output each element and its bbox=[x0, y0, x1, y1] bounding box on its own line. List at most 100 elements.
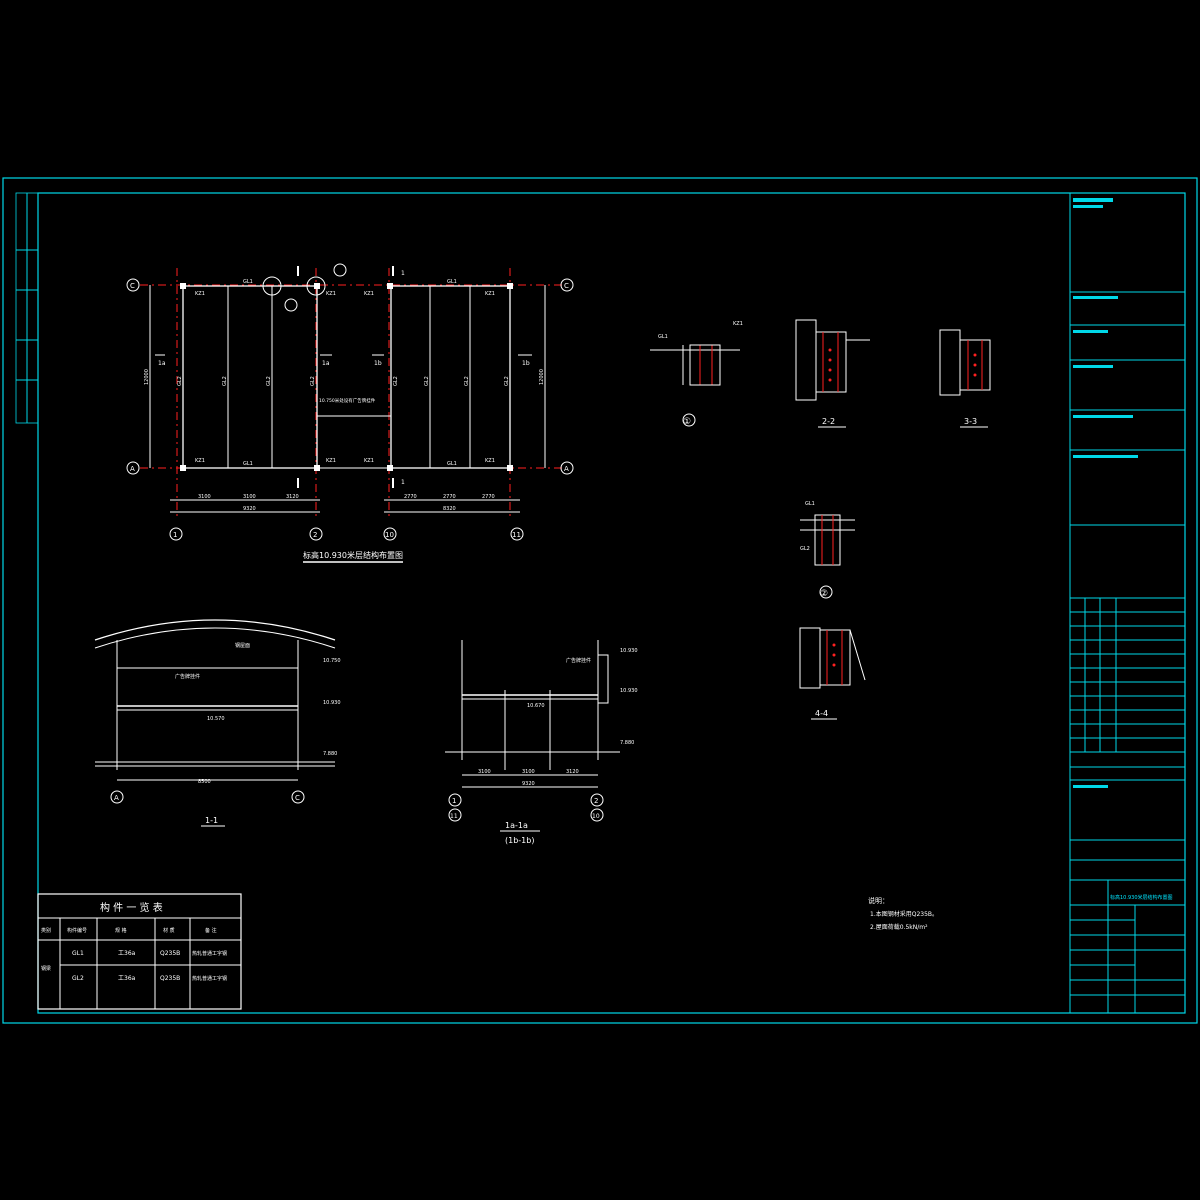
section-board-label: 广告牌挂件 bbox=[566, 657, 591, 664]
titleblock-drawing-name: 标高10.930米层结构布置图 bbox=[1110, 894, 1173, 901]
table-cell: 工36a bbox=[118, 975, 136, 982]
section-width: 8500 bbox=[198, 779, 211, 785]
beam-label: GL1 bbox=[243, 279, 253, 285]
plan-note: 10.750米处设有广告牌挂件 bbox=[319, 397, 376, 404]
title-block: 标高10.930米层结构布置图 bbox=[1069, 193, 1185, 1013]
table-header: 类别 bbox=[41, 927, 51, 934]
table-header: 规 格 bbox=[115, 927, 127, 934]
elevation: 10.930 bbox=[323, 700, 341, 706]
section-mark: 1a bbox=[322, 360, 330, 367]
beam-label: GL2 bbox=[177, 376, 183, 386]
total-dim: 9320 bbox=[522, 781, 535, 787]
span-dim: 2770 bbox=[404, 494, 417, 500]
span-dim: 3100 bbox=[478, 769, 491, 775]
detail-4-4: 4-4 bbox=[799, 627, 866, 720]
axis-bubble: 2 bbox=[594, 797, 598, 805]
span-dim: 2770 bbox=[482, 494, 495, 500]
axis-bubble: A bbox=[130, 465, 135, 473]
section-mark: 1 bbox=[401, 270, 405, 277]
inner-frame bbox=[37, 192, 1186, 1014]
table-cell: Q235B bbox=[160, 975, 180, 982]
elevation: 10.570 bbox=[207, 716, 225, 722]
section-mark: 1 bbox=[401, 479, 405, 486]
beam-label: GL2 bbox=[266, 376, 272, 386]
plan-view: GL1 GL1 GL1 GL1 GL2 GL2 GL2 GL2 GL2 GL2 … bbox=[126, 263, 574, 563]
elevation: 7.880 bbox=[323, 751, 337, 757]
elevation: 10.670 bbox=[527, 703, 545, 709]
notes-line: 2.屋面荷载0.5kN/m² bbox=[870, 923, 928, 931]
detail-2: GL1 GL2 ② bbox=[800, 501, 855, 599]
notes-line: 1.本图钢材采用Q235B。 bbox=[870, 910, 938, 918]
beam-label: GL1 bbox=[447, 279, 457, 285]
table-cell: 工36a bbox=[118, 950, 136, 957]
detail-mark: GL1 bbox=[658, 334, 668, 340]
axis-bubble: A bbox=[564, 465, 569, 473]
table-header: 材 质 bbox=[163, 927, 175, 934]
span-dim: 3100 bbox=[522, 769, 535, 775]
axis-bubble: 1 bbox=[173, 531, 177, 539]
detail-label: 4-4 bbox=[815, 709, 828, 718]
beam-label: GL1 bbox=[243, 461, 253, 467]
span-dim: 2770 bbox=[443, 494, 456, 500]
table-cell: 热轧普通工字钢 bbox=[192, 950, 227, 957]
detail-3-3: 3-3 bbox=[939, 329, 991, 428]
total-dim: 9320 bbox=[243, 506, 256, 512]
section-mark: 1b bbox=[522, 360, 530, 367]
detail-1: GL1 KZ1 ① bbox=[650, 321, 743, 427]
detail-mark: KZ1 bbox=[733, 321, 743, 327]
axis-bubble: A bbox=[114, 794, 119, 802]
table-title: 构 件 一 览 表 bbox=[100, 901, 163, 914]
beam-label: GL2 bbox=[393, 376, 399, 386]
section-title: 1a-1a bbox=[505, 821, 528, 830]
plan-depth-dim: 12000 bbox=[539, 369, 545, 385]
section-mark: 1b bbox=[374, 360, 382, 367]
axis-bubble: 2 bbox=[313, 531, 317, 539]
detail-mark: GL1 bbox=[805, 501, 815, 507]
detail-mark: GL2 bbox=[800, 546, 810, 552]
span-dim: 3100 bbox=[243, 494, 256, 500]
beam-label: GL2 bbox=[310, 376, 316, 386]
axis-bubble: 1 bbox=[452, 797, 456, 805]
section-1a-1a: 广告牌挂件 10.930 10.930 10.670 7.880 3100 31… bbox=[445, 640, 638, 845]
section-board-label: 广告牌挂件 bbox=[175, 673, 200, 680]
axis-bubble: C bbox=[130, 282, 135, 290]
span-dim: 3120 bbox=[286, 494, 299, 500]
detail-label: 2-2 bbox=[822, 417, 835, 426]
table-cell: GL2 bbox=[72, 975, 84, 982]
elevation: 10.930 bbox=[620, 648, 638, 654]
plan-depth-dim: 12000 bbox=[144, 369, 150, 385]
beam-label: GL2 bbox=[222, 376, 228, 386]
plan-title: 标高10.930米层结构布置图 bbox=[303, 550, 403, 560]
detail-label: ① bbox=[683, 417, 691, 427]
elevation: 10.750 bbox=[323, 658, 341, 664]
axis-bubble: 10 bbox=[592, 813, 600, 820]
section-title: 1-1 bbox=[205, 816, 218, 825]
beam-label: GL2 bbox=[464, 376, 470, 386]
axis-bubble: 11 bbox=[512, 531, 521, 539]
column-label: KZ1 bbox=[326, 291, 336, 297]
beam-label: GL2 bbox=[424, 376, 430, 386]
span-dim: 3100 bbox=[198, 494, 211, 500]
axis-bubble: C bbox=[295, 794, 300, 802]
beam-label: GL2 bbox=[504, 376, 510, 386]
table-cell: GL1 bbox=[72, 950, 84, 957]
notes: 说明： 1.本图钢材采用Q235B。 2.屋面荷载0.5kN/m² bbox=[868, 896, 938, 931]
column-label: KZ1 bbox=[485, 458, 495, 464]
column-label: KZ1 bbox=[364, 458, 374, 464]
notes-heading: 说明： bbox=[868, 896, 889, 905]
beam-label: GL1 bbox=[447, 461, 457, 467]
column-label: KZ1 bbox=[326, 458, 336, 464]
section-roof-label: 钢屋面 bbox=[235, 642, 250, 649]
detail-2-2: 2-2 bbox=[795, 319, 870, 428]
table-header: 构件编号 bbox=[67, 927, 87, 934]
component-table: 构 件 一 览 表 类别 构件编号 规 格 材 质 备 注 钢梁 GL1 工36… bbox=[37, 893, 242, 1010]
axis-bubble: 11 bbox=[450, 813, 458, 820]
span-dim: 3120 bbox=[566, 769, 579, 775]
elevation: 7.880 bbox=[620, 740, 634, 746]
section-subtitle: (1b-1b) bbox=[505, 836, 534, 845]
axis-bubble: C bbox=[564, 282, 569, 290]
table-header: 备 注 bbox=[205, 927, 217, 934]
column-label: KZ1 bbox=[364, 291, 374, 297]
table-cell: 热轧普通工字钢 bbox=[192, 975, 227, 982]
